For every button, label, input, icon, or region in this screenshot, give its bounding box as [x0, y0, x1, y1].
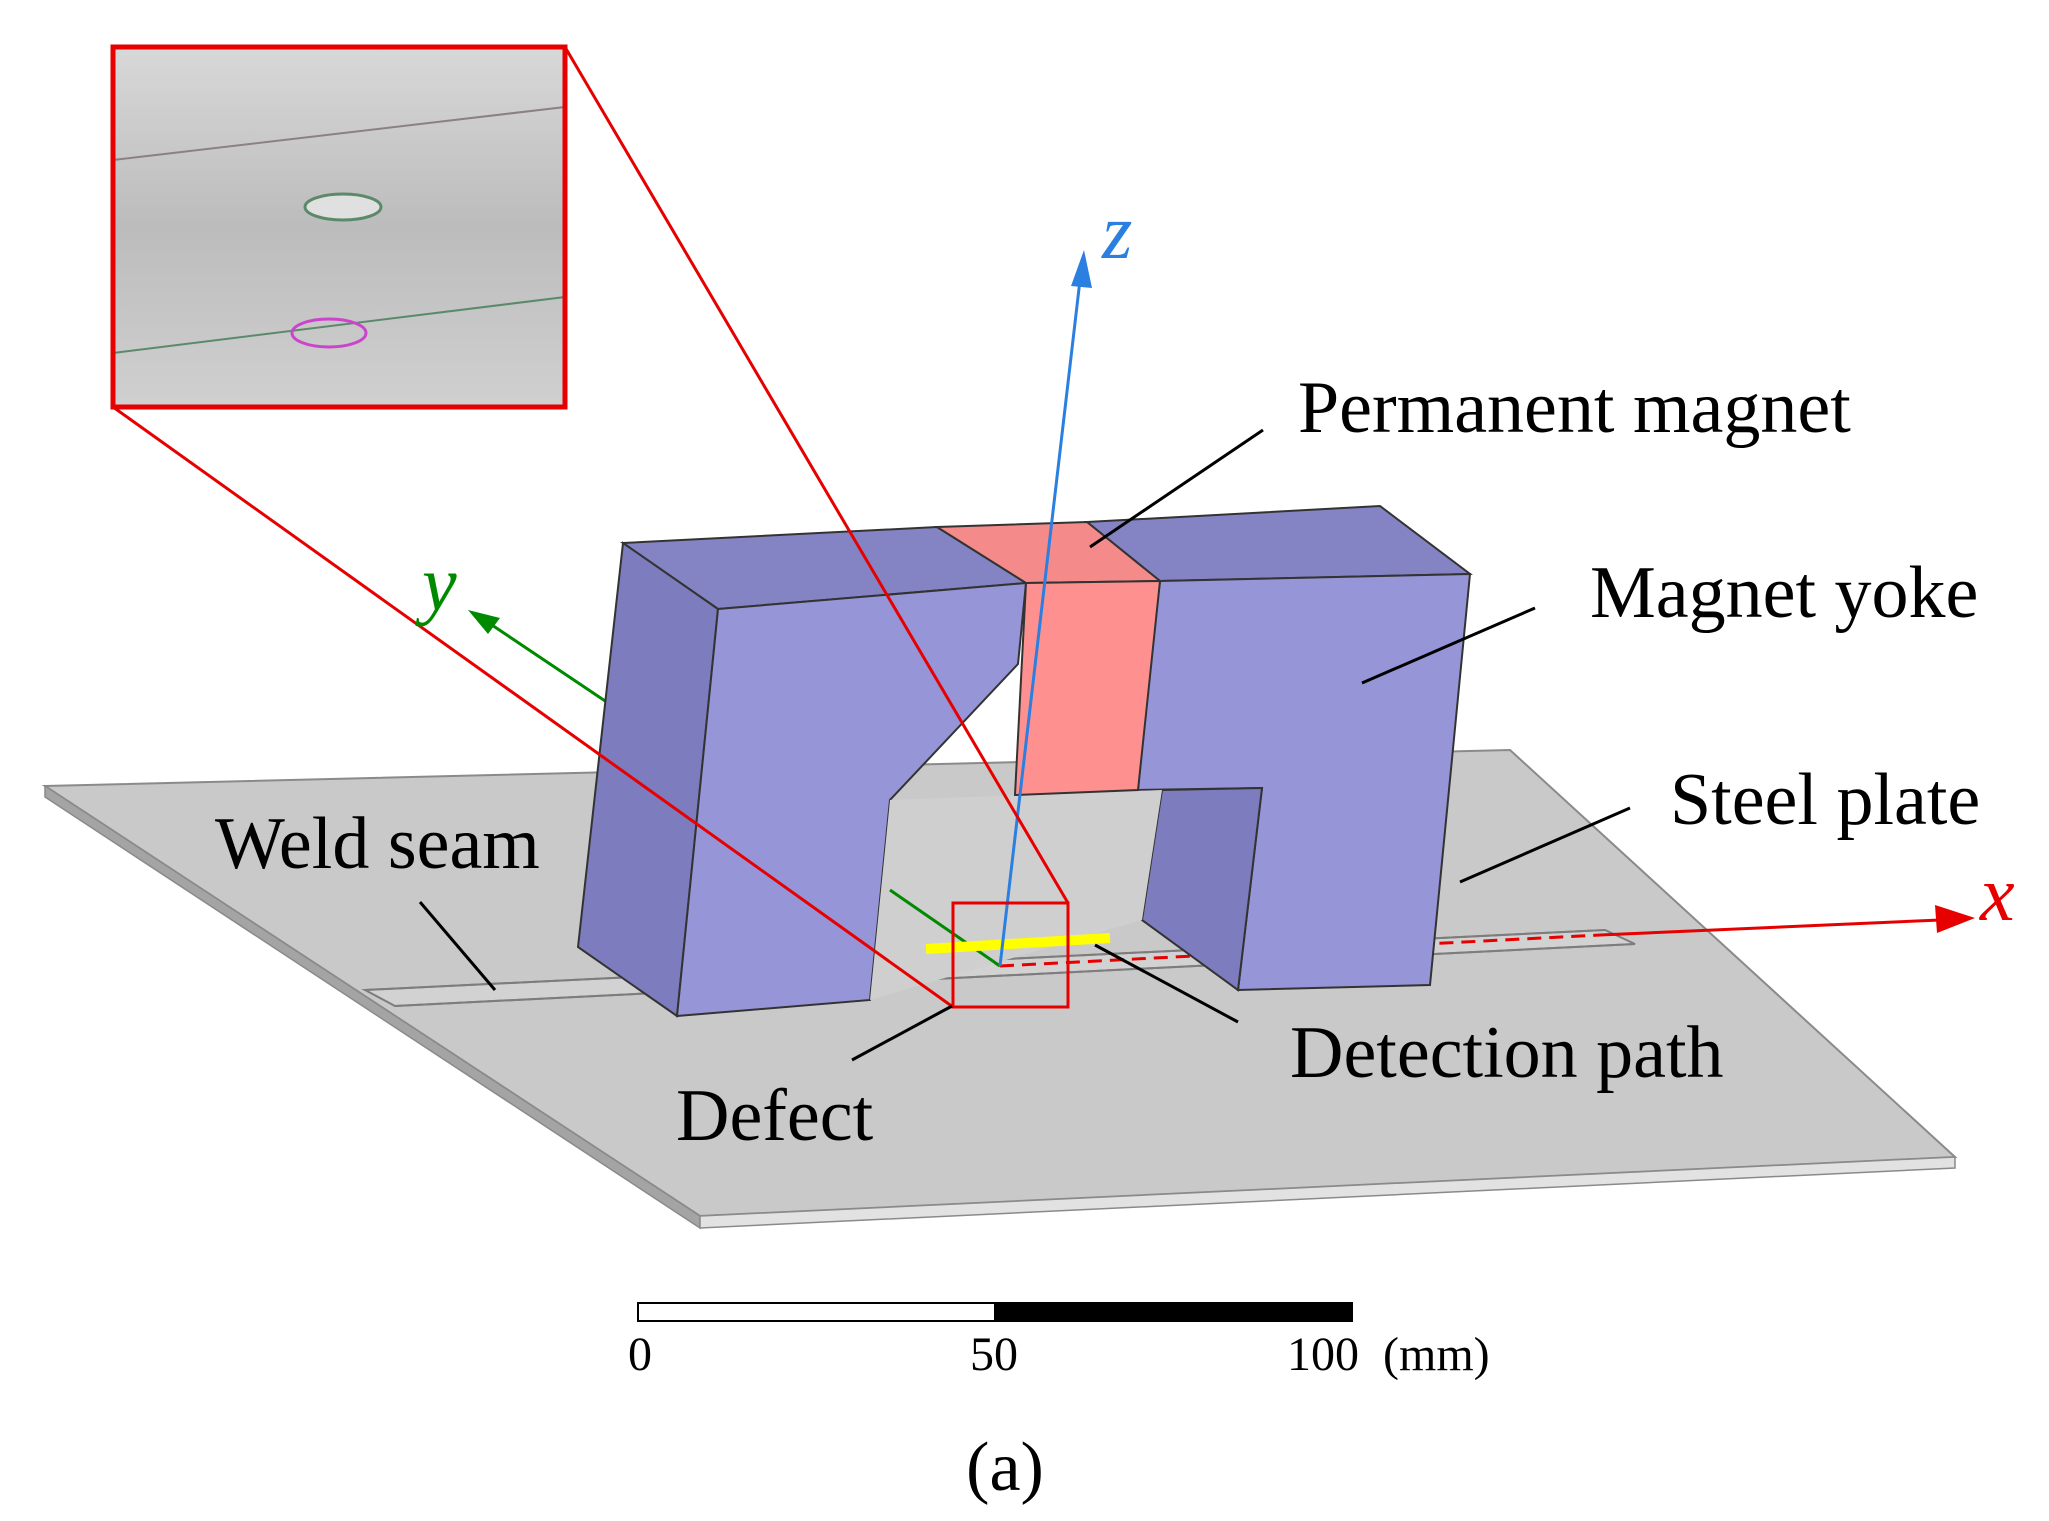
axis-label-y: y — [415, 540, 457, 627]
zoom-connectors — [112, 46, 1070, 1009]
scale-tick-100: 100 — [1287, 1328, 1359, 1381]
scale-bar-white-segment — [637, 1302, 996, 1322]
leader-steel-plate — [1459, 806, 1631, 884]
y-axis-inner — [889, 888, 1001, 968]
leader-lines — [418, 428, 1631, 1062]
x-axis — [999, 905, 1975, 968]
axis-label-z: z — [1101, 188, 1132, 275]
leader-defect — [851, 1004, 953, 1062]
leader-weld-seam — [418, 901, 497, 991]
defect-zoom-box — [951, 901, 1070, 1009]
label-detection-path: Detection path — [1290, 1012, 1724, 1094]
steel-plate — [41, 748, 1958, 1230]
scale-tick-50: 50 — [970, 1328, 1018, 1381]
leader-magnet-yoke — [1361, 606, 1536, 685]
defect-bottom-ellipse — [290, 317, 368, 349]
label-steel-plate: Steel plate — [1670, 759, 1980, 841]
scale-unit: (mm) — [1383, 1328, 1490, 1381]
magnet-yoke — [576, 504, 1473, 1018]
label-permanent-magnet: Permanent magnet — [1298, 367, 1851, 449]
label-weld-seam: Weld seam — [215, 803, 540, 885]
defect-top-ellipse — [303, 192, 383, 222]
scale-bar-black-segment — [994, 1302, 1353, 1322]
scale-bar: 0 50 100 (mm) — [628, 1302, 1490, 1381]
scale-tick-0: 0 — [628, 1328, 652, 1381]
label-defect: Defect — [676, 1075, 874, 1157]
figure-caption: (a) — [966, 1429, 1044, 1506]
leader-detection-path — [1094, 943, 1239, 1024]
zoom-inset — [110, 44, 568, 410]
axis-label-x: x — [1979, 850, 2015, 937]
label-magnet-yoke: Magnet yoke — [1590, 552, 1978, 634]
z-axis — [998, 250, 1092, 967]
leader-permanent-magnet — [1089, 428, 1264, 549]
detection-path — [925, 933, 1111, 954]
